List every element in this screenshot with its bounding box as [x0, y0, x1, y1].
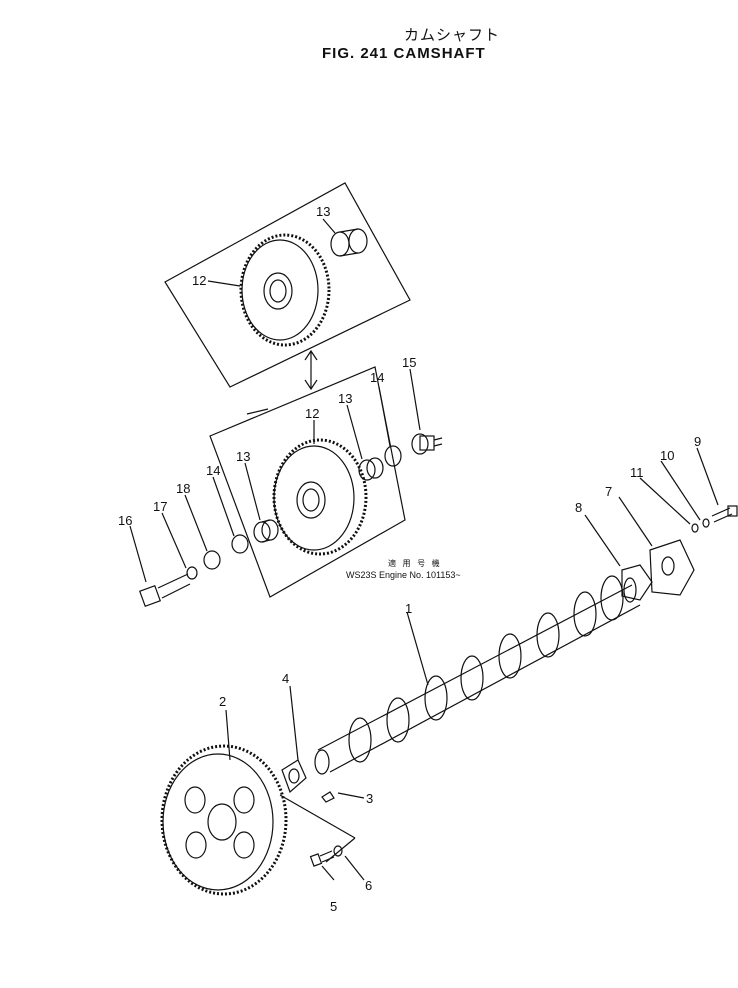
part-label-13-left: 13 [236, 449, 250, 464]
part-label-14-right: 14 [370, 370, 384, 385]
part-label-16: 16 [118, 513, 132, 528]
rear-cover [649, 539, 695, 596]
thrust-washer-left [231, 534, 249, 554]
cover-bolt [711, 505, 738, 523]
spring-washer-10 [702, 518, 710, 528]
diagram-title: FIG. 241 CAMSHAFT [322, 45, 486, 62]
idler-gear-upper [239, 233, 331, 347]
thrust-washer-right [384, 445, 402, 467]
applicability-note: WS23S Engine No. 101153~ [346, 570, 461, 580]
bushing-upper [330, 228, 368, 257]
part-label-5: 5 [330, 899, 337, 914]
camshaft-gear [160, 744, 288, 896]
part-label-6: 6 [365, 878, 372, 893]
part-label-17: 17 [153, 499, 167, 514]
part-label-11: 11 [630, 465, 644, 480]
gear-bolt [309, 850, 335, 867]
part-label-10: 10 [660, 448, 674, 463]
idler-gear-group-frame [209, 366, 406, 598]
part-label-18: 18 [176, 481, 190, 496]
part-label-12-upper: 12 [192, 273, 206, 288]
part-label-13-right: 13 [338, 391, 352, 406]
part-labels: 1 2 3 4 5 6 7 8 9 10 11 12 12 13 13 13 1… [118, 204, 701, 914]
part-label-1: 1 [405, 601, 412, 616]
applicability-note-japanese: 適 用 号 機 [388, 559, 442, 568]
gasket [621, 564, 653, 601]
part-label-7: 7 [605, 484, 612, 499]
bolt-16 [138, 573, 191, 608]
part-label-2: 2 [219, 694, 226, 709]
idler-shaft [411, 433, 443, 455]
diagram-title-japanese: カムシャフト [404, 26, 501, 44]
interchange-arrow [304, 349, 318, 391]
thrust-plate-front [281, 759, 307, 794]
washer [186, 566, 198, 580]
part-label-13-upper: 13 [316, 204, 330, 219]
woodruff-key [321, 791, 335, 803]
alternate-parts-frame-upper [164, 182, 411, 388]
part-label-15: 15 [402, 355, 416, 370]
gear-bolt-washer [333, 845, 343, 857]
idler-gear-lower [272, 438, 368, 556]
bushing-left [253, 519, 279, 543]
part-label-8: 8 [575, 500, 582, 515]
part-label-14-left: 14 [206, 463, 220, 478]
part-label-4: 4 [282, 671, 289, 686]
spacer-collar [203, 550, 221, 570]
part-label-12-lower: 12 [305, 406, 319, 421]
camshaft [314, 575, 641, 775]
part-label-3: 3 [366, 791, 373, 806]
bushing-right [358, 457, 384, 481]
washer-11 [691, 523, 699, 533]
part-label-9: 9 [694, 434, 701, 449]
